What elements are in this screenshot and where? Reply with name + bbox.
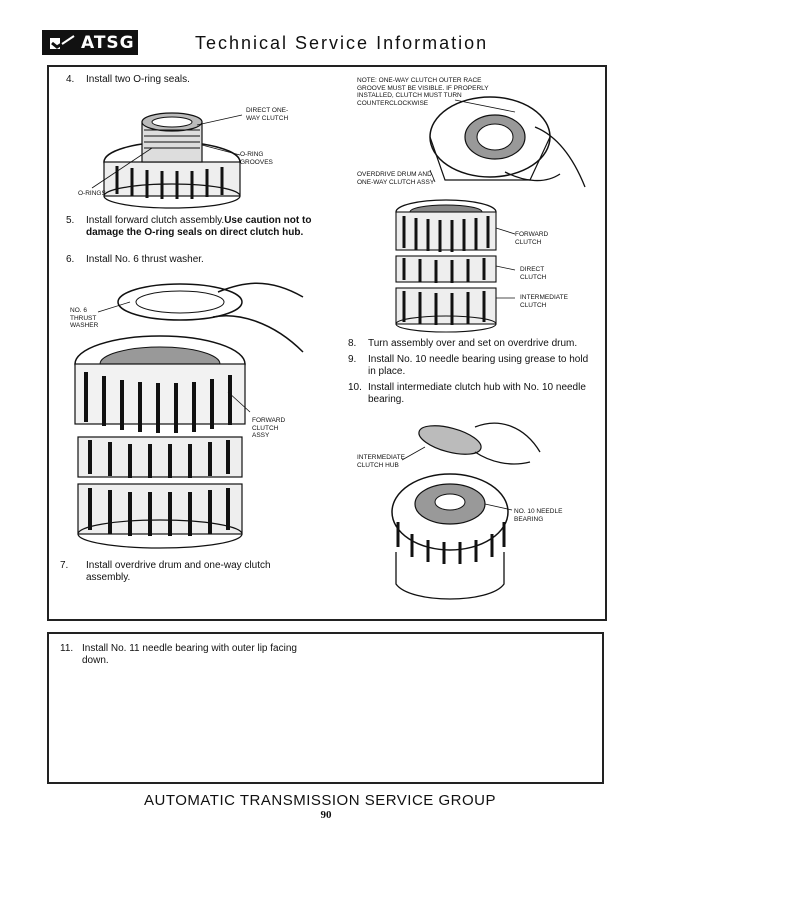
overdrive-drum-illustration [429, 96, 586, 188]
step-9: 9. Install No. 10 needle bearing using g… [348, 354, 589, 377]
intermediate-hub-illustration [391, 422, 541, 600]
step-10: 10. Install intermediate clutch hub with… [348, 382, 586, 405]
label-overdrive-drum: OVERDRIVE DRUM AND ONE-WAY CLUTCH ASSY [357, 171, 435, 186]
label-forward-clutch: FORWARD CLUTCH [515, 231, 549, 246]
step-4: 4. Install two O-ring seals. [66, 74, 190, 85]
page-number: 90 [320, 809, 332, 821]
label-no6-thrust-washer: NO. 6 THRUST WASHER [70, 307, 99, 329]
step-5: 5. Install forward clutch assembly.Use c… [66, 215, 312, 238]
logo-text: ATSG [81, 32, 135, 53]
checkmark-icon [50, 35, 75, 49]
forward-clutch-illustration [74, 282, 304, 549]
label-no10-needle-bearing: NO. 10 NEEDLE BEARING [514, 508, 563, 523]
page-title: Technical Service Information [195, 33, 489, 53]
label-intermediate-clutch-hub: INTERMEDIATE CLUTCH HUB [357, 454, 405, 469]
step-7: 7. Install overdrive drum and one-way cl… [60, 560, 271, 583]
step-6: 6. Install No. 6 thrust washer. [66, 254, 204, 265]
clutch-stack-illustration [395, 199, 516, 333]
label-direct-clutch: DIRECT CLUTCH [520, 266, 547, 281]
direct-clutch-illustration [91, 112, 243, 209]
main-panel [47, 65, 607, 621]
label-direct-one-way-clutch: DIRECT ONE-WAY CLUTCH [246, 107, 289, 122]
label-forward-clutch-assy: FORWARD CLUTCH ASSY [252, 417, 286, 439]
label-o-rings: O-RINGS [78, 190, 106, 197]
label-note: NOTE: ONE-WAY CLUTCH OUTER RACE GROOVE M… [357, 77, 489, 107]
step-11-panel [47, 632, 604, 784]
label-o-ring-grooves: O-RING GROOVES [240, 151, 273, 166]
atsg-logo: ATSG [42, 30, 138, 55]
label-intermediate-clutch: INTERMEDIATE CLUTCH [520, 294, 568, 309]
footer-title: AUTOMATIC TRANSMISSION SERVICE GROUP [144, 792, 496, 809]
step-11: 11. Install No. 11 needle bearing with o… [60, 643, 297, 666]
step-8: 8. Turn assembly over and set on overdri… [348, 338, 578, 349]
